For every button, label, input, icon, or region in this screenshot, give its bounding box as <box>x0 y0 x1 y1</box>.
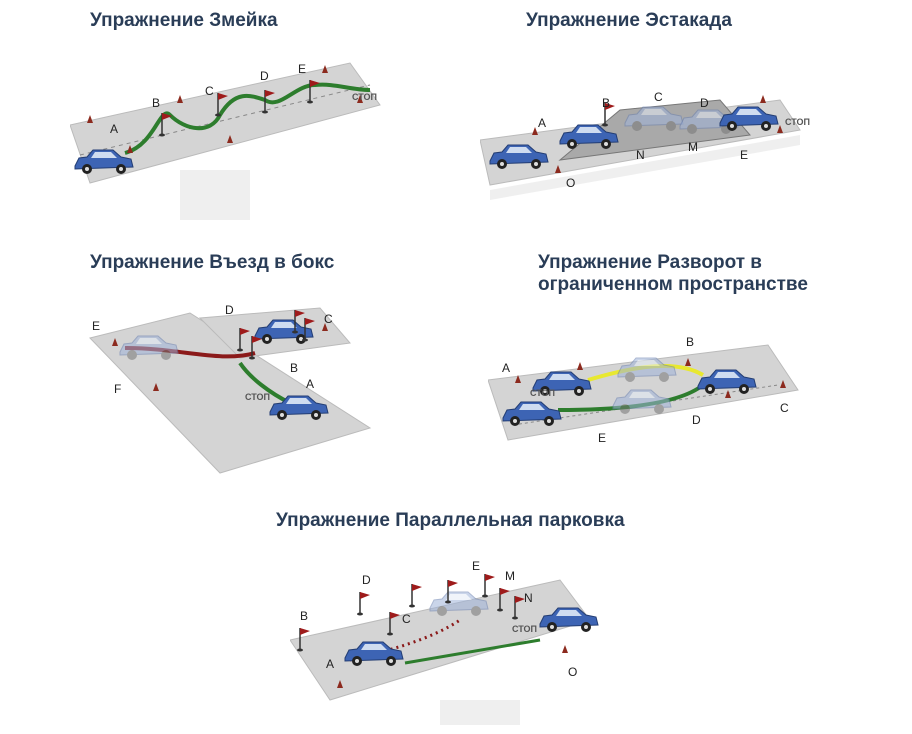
overpass-title: Упражнение Эстакада <box>526 10 732 31</box>
label-d: D <box>362 573 371 587</box>
label-d: D <box>700 96 709 110</box>
label-e: E <box>92 319 100 333</box>
uturn-diagram: A B C D E СТОП <box>488 335 799 445</box>
label-b: B <box>300 609 308 623</box>
label-d: D <box>692 413 701 427</box>
cone-icon <box>562 645 568 653</box>
snake-title: Упражнение Змейка <box>90 10 278 31</box>
flag-icon <box>356 591 371 617</box>
label-a: A <box>110 122 118 136</box>
label-c: C <box>402 612 411 626</box>
label-c: C <box>324 312 333 326</box>
label-o: O <box>568 665 577 679</box>
stop-label: СТОП <box>785 117 810 127</box>
label-f: F <box>114 382 121 396</box>
label-c: C <box>205 84 214 98</box>
parallel-path-green <box>404 638 541 665</box>
label-b: B <box>686 335 694 349</box>
label-c: C <box>780 401 789 415</box>
label-n: N <box>636 148 645 162</box>
label-n: N <box>524 591 533 605</box>
label-d: D <box>260 69 269 83</box>
flag-icon <box>408 583 423 609</box>
label-b: B <box>290 361 298 375</box>
uturn-title-line1: Упражнение Разворот в <box>538 252 762 273</box>
label-b: B <box>602 96 610 110</box>
label-o: O <box>566 176 575 190</box>
uturn-title-line2: ограниченном пространстве <box>538 274 808 295</box>
cone-icon <box>577 362 583 370</box>
flag-icon <box>481 573 496 599</box>
label-a: A <box>326 657 334 671</box>
overpass-diagram: A B C D E N M O СТОП <box>480 90 810 200</box>
cone-icon <box>760 95 766 103</box>
snake-diagram: A B C D E СТОП <box>70 62 381 220</box>
label-a: A <box>538 116 546 130</box>
parallel-title: Упражнение Параллельная парковка <box>276 510 625 531</box>
box-diagram: E F D C B A СТОП <box>89 303 372 474</box>
label-a: A <box>306 377 314 391</box>
label-e: E <box>740 148 748 162</box>
label-m: M <box>688 140 698 154</box>
label-e: E <box>598 431 606 445</box>
stop-label: СТОП <box>245 392 270 402</box>
label-a: A <box>502 361 510 375</box>
label-e: E <box>472 560 480 573</box>
stop-label: СТОП <box>352 92 377 102</box>
stop-label: СТОП <box>530 388 555 398</box>
box-title: Упражнение Въезд в бокс <box>90 252 335 273</box>
label-m: M <box>505 569 515 583</box>
label-c: C <box>654 90 663 104</box>
cone-icon <box>87 115 93 123</box>
cone-icon <box>177 95 183 103</box>
stop-label: СТОП <box>512 624 537 634</box>
label-b: B <box>152 96 160 110</box>
parallel-diagram: B A D C E M N O СТОП <box>290 560 599 725</box>
label-e: E <box>298 62 306 76</box>
label-d: D <box>225 303 234 317</box>
